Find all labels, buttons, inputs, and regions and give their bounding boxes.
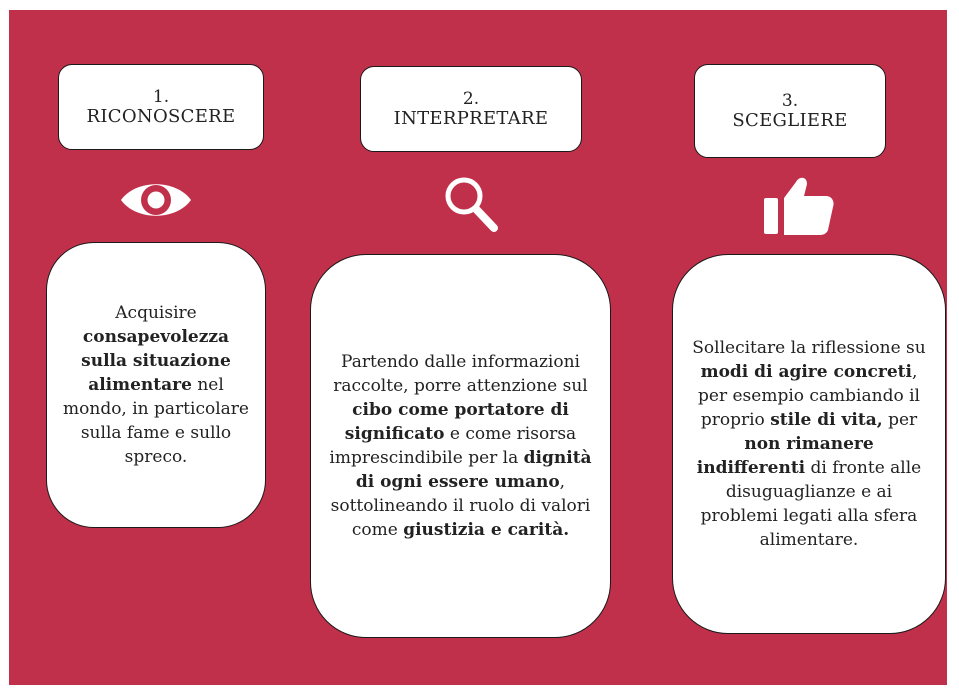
step-3-title: SCEGLIERE (732, 110, 848, 131)
card-3-text: Sollecitare la riflessione su modi di ag… (692, 338, 926, 550)
eye-icon (121, 184, 191, 216)
card-2-text: Partendo dalle informazioni raccolte, po… (329, 352, 592, 540)
card-1-text: Acquisire consapevolezza sulla situazion… (63, 303, 249, 467)
card-1: Acquisire consapevolezza sulla situazion… (46, 242, 266, 528)
card-1-highlight: consapevolezza sulla situazione alimenta… (81, 327, 231, 395)
card-2-highlight-1: cibo come portatore di significato (344, 400, 569, 444)
step-1-box: 1. RICONOSCERE (58, 64, 264, 150)
step-2-number: 2. (462, 89, 480, 109)
card-3-highlight-2: stile di vita, (770, 410, 883, 430)
magnifier-icon (445, 177, 498, 232)
step-3-number: 3. (781, 91, 799, 111)
step-1-title: RICONOSCERE (86, 106, 236, 127)
card-3: Sollecitare la riflessione su modi di ag… (672, 254, 946, 634)
card-2: Partendo dalle informazioni raccolte, po… (310, 254, 611, 638)
card-2-highlight-3: giustizia e carità. (403, 520, 570, 540)
card-3-highlight-3: non rimanere indifferenti (696, 434, 874, 478)
step-2-box: 2. INTERPRETARE (360, 66, 582, 152)
step-2-title: INTERPRETARE (393, 108, 549, 129)
step-1-number: 1. (152, 87, 170, 107)
card-2-highlight-2: dignità di ogni essere umano (355, 448, 592, 492)
step-3-box: 3. SCEGLIERE (694, 64, 886, 158)
thumbs-up-icon (764, 177, 834, 235)
card-3-highlight-1: modi di agire concreti (700, 362, 912, 382)
